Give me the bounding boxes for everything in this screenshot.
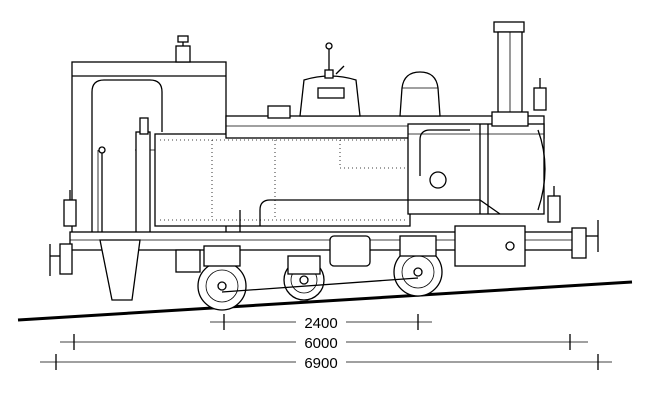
wheels bbox=[197, 235, 443, 311]
dimension-label-6900: 6900 bbox=[304, 355, 337, 372]
front-buffer bbox=[571, 220, 599, 259]
sand-dome bbox=[267, 71, 441, 119]
dimension-6900: 6900 bbox=[40, 353, 612, 372]
track-line bbox=[17, 280, 633, 322]
dimension-label-6000: 6000 bbox=[304, 335, 337, 352]
side-tank bbox=[135, 117, 411, 243]
steam-dome bbox=[299, 42, 361, 117]
chimney bbox=[491, 21, 561, 223]
rear-buffer bbox=[49, 243, 73, 276]
locomotive bbox=[49, 21, 599, 311]
boiler bbox=[225, 115, 546, 215]
frame bbox=[69, 199, 576, 301]
dimension-6000: 6000 bbox=[60, 333, 588, 352]
dimension-2400: 2400 bbox=[210, 313, 432, 332]
dimension-label-2400: 2400 bbox=[304, 315, 337, 332]
